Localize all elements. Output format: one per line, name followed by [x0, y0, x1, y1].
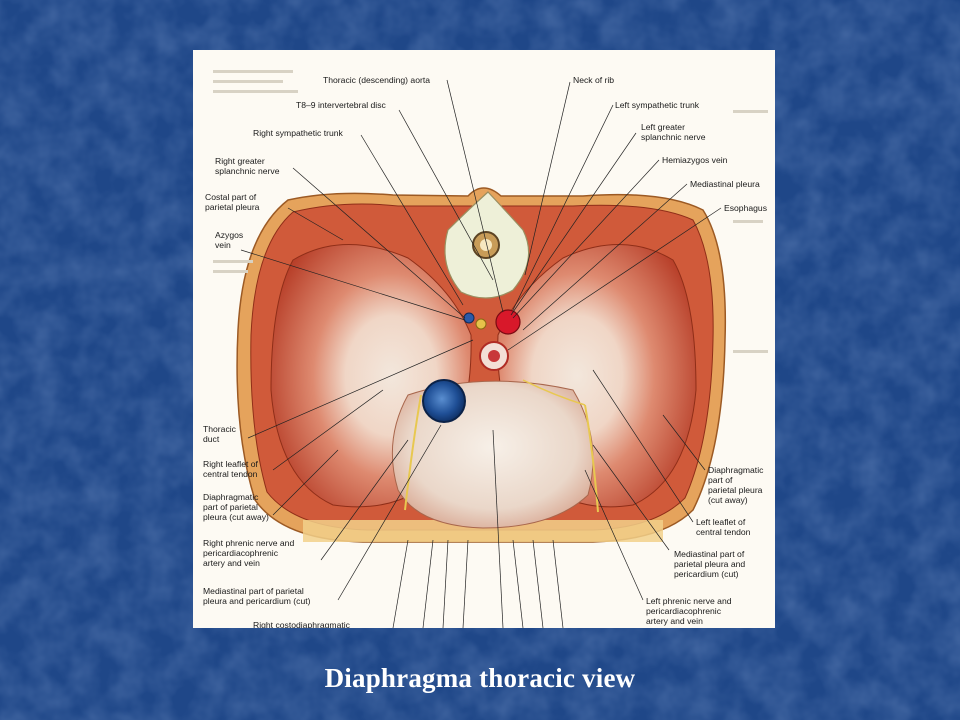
- label-right-sympathetic-trunk: Right sympathetic trunk: [253, 128, 343, 138]
- label-costal-parietal-pleura: Costal part of parietal pleura: [205, 192, 260, 212]
- label-left-greater-splanchnic: Left greater splanchnic nerve: [641, 122, 706, 142]
- label-left-phrenic-nerve: Left phrenic nerve and pericardiacophren…: [646, 596, 732, 626]
- slide-caption: Diaphragma thoracic view: [324, 663, 636, 693]
- label-mediastinal-pleura: Mediastinal pleura: [690, 179, 760, 189]
- label-right-costodiaphragmatic: Right costodiaphragmatic: [253, 620, 350, 628]
- label-diaphragmatic-pleura-right: Diaphragmatic part of parietal pleura (c…: [203, 492, 269, 522]
- label-right-greater-splanchnic: Right greater splanchnic nerve: [215, 156, 280, 176]
- label-azygos-vein: Azygos vein: [215, 230, 244, 250]
- label-t8-9-disc: T8–9 intervertebral disc: [296, 100, 386, 110]
- label-left-sympathetic-trunk: Left sympathetic trunk: [615, 100, 700, 110]
- label-neck-of-rib: Neck of rib: [573, 75, 615, 85]
- label-left-leaflet-central-tendon: Left leaflet of central tendon: [696, 517, 751, 537]
- label-thoracic-aorta: Thoracic (descending) aorta: [323, 75, 430, 85]
- diaphragm-drawing: [213, 70, 768, 628]
- label-mediastinal-pleura-pericardium-right: Mediastinal part of parietal pleura and …: [674, 549, 746, 579]
- label-right-leaflet-central-tendon: Right leaflet of central tendon: [203, 459, 258, 479]
- label-thoracic-duct: Thoracic duct: [203, 424, 236, 444]
- label-mediastinal-pleura-pericardium-left: Mediastinal part of parietal pleura and …: [203, 586, 311, 606]
- label-right-phrenic-nerve: Right phrenic nerve and pericardiacophre…: [203, 538, 295, 568]
- label-hemiazygos-vein: Hemiazygos vein: [662, 155, 728, 165]
- diaphragm-illustration: Thoracic (descending) aorta T8–9 interve…: [193, 50, 775, 628]
- label-diaphragmatic-pleura-left: Diaphragmatic part of parietal pleura (c…: [708, 465, 764, 505]
- label-esophagus: Esophagus: [724, 203, 768, 213]
